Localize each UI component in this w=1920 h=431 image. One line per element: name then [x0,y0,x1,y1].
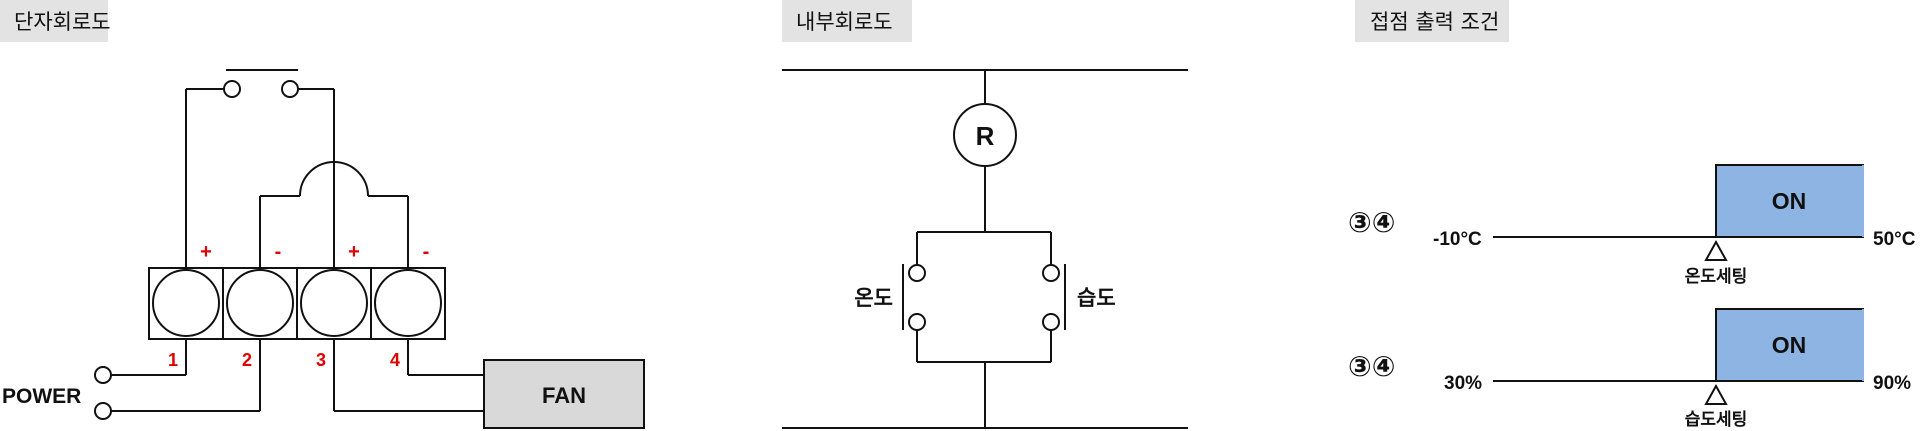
section-title-output: 접점 출력 조건 [1370,10,1499,34]
on-label-2: ON [1772,332,1807,358]
polarity-1: + [200,241,212,263]
terminal-screw-1 [152,269,220,337]
setting-label-1: 온도세팅 [1685,267,1748,287]
terminal-number-4: 4 [390,350,400,370]
output-row-temperature: ③④ -10°C ON 50°C 온도세팅 [1348,164,1916,287]
power-label: POWER [2,385,81,408]
terminals-label-2: ③④ [1348,350,1395,383]
on-region-1 [1715,164,1864,238]
setpoint-marker-2 [1704,383,1728,405]
section-header-terminal: 단자회로도 [0,0,111,42]
terminals-label-1: ③④ [1348,206,1395,239]
power-wiring [94,339,261,420]
terminal-screw-2 [226,269,294,337]
on-label-1: ON [1772,188,1807,214]
max-label-2: 90% [1873,373,1911,394]
terminal-circuit [94,69,645,429]
section-title-terminal: 단자회로도 [14,10,111,34]
internal-circuit [782,69,1188,429]
terminal-number-2: 2 [242,350,252,370]
humidity-label: 습도 [1077,286,1116,310]
humidity-contact [1042,264,1066,331]
terminal-screw-3 [300,269,368,337]
section-header-internal: 내부회로도 [782,0,912,42]
fan-label: FAN [542,383,586,408]
output-row-humidity: ③④ 30% ON 90% 습도세팅 [1348,308,1911,430]
top-switch [186,69,334,98]
polarity-4: - [423,241,430,263]
temperature-label: 온도 [854,286,893,310]
terminal-number-3: 3 [316,350,326,370]
polarity-2: - [275,241,282,263]
terminal-block [148,267,446,340]
max-label-1: 50°C [1873,229,1916,250]
terminal-screw-4 [374,269,442,337]
min-label-2: 30% [1444,373,1482,394]
polarity-3: + [348,241,360,263]
resistor-label: R [976,121,995,151]
section-header-output: 접점 출력 조건 [1355,0,1509,42]
terminal-number-1: 1 [168,350,178,370]
fan-wiring [333,339,484,412]
temperature-contact [902,264,926,331]
section-title-internal: 내부회로도 [796,10,893,34]
bridge-wire [259,161,409,268]
fan-box [483,359,645,429]
setpoint-marker-1 [1704,239,1728,261]
setting-label-2: 습도세팅 [1685,410,1748,430]
min-label-1: -10°C [1433,229,1482,250]
